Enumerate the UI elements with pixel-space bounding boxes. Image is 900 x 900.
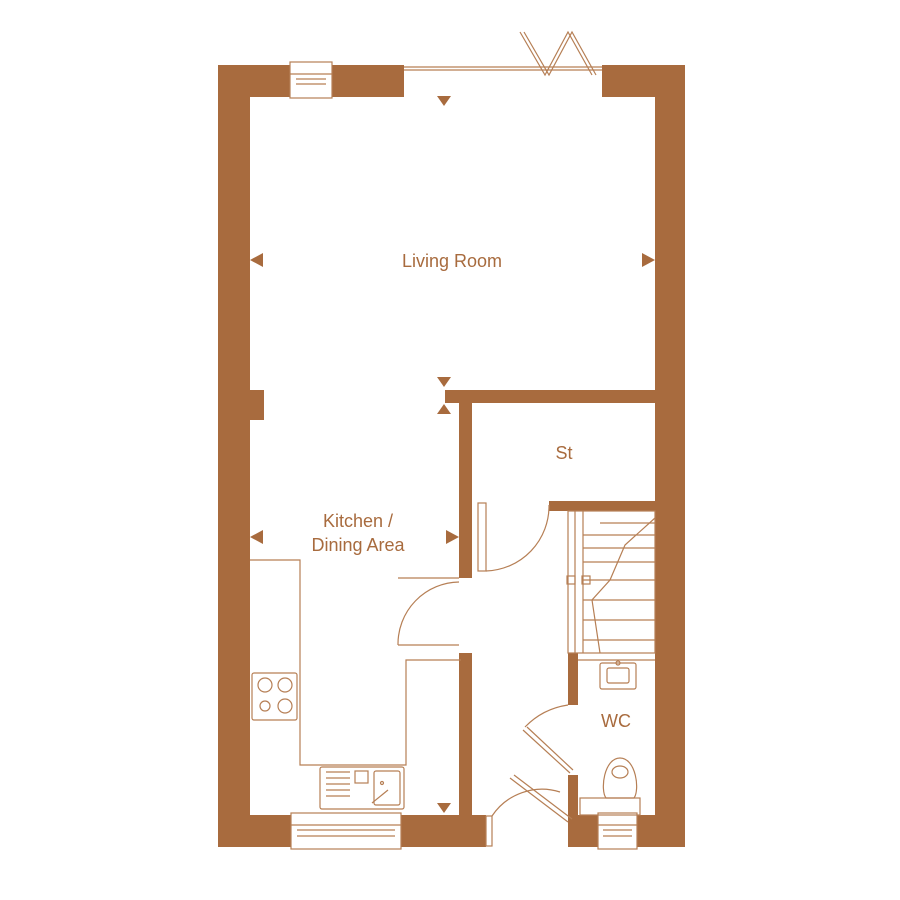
arrow-living-right [642,253,655,267]
hob-icon [251,672,298,721]
arrow-living-left [250,253,263,267]
fixtures [250,30,656,850]
basin-icon [599,660,637,690]
window-wc [597,812,638,850]
wall-left [218,65,250,847]
arrow-kitchen-bottom [437,803,451,813]
arrow-kitchen-top [437,404,451,414]
window-kitchen [290,812,402,850]
living-room-label: Living Room [401,251,503,271]
wall-bottom-right [637,815,685,847]
door-front [485,774,573,847]
sink-icon [319,766,405,810]
wall-store-top [445,390,655,403]
door-kitchen-hall [397,577,460,646]
window-top [289,61,333,99]
door-store [477,502,550,572]
wall-bottom-mid [568,815,598,847]
store-label: St [555,443,573,463]
dimension-markers [250,96,655,813]
arrow-kitchen-left [250,530,263,544]
door-wc [522,704,574,774]
arrow-living-top [437,96,451,106]
wall-top-right [602,65,685,97]
staircase [566,510,656,654]
wall-wc-lower [568,775,578,817]
wc-label: WC [601,711,631,731]
wall-hall-upper [459,403,472,578]
wall-pier [250,390,264,420]
toilet-icon [579,757,641,816]
wall-wc-upper [568,653,578,705]
wall-hall-lower [459,653,472,816]
kitchen-worktop [250,559,461,766]
kitchen-label-line1: Kitchen / [322,511,394,531]
bifold-doors [404,30,602,77]
arrow-living-bottom [437,377,451,387]
arrow-kitchen-right [446,530,459,544]
wall-store-bottom [549,501,655,511]
kitchen-label-line2: Dining Area [311,535,405,555]
wall-right [655,65,685,847]
